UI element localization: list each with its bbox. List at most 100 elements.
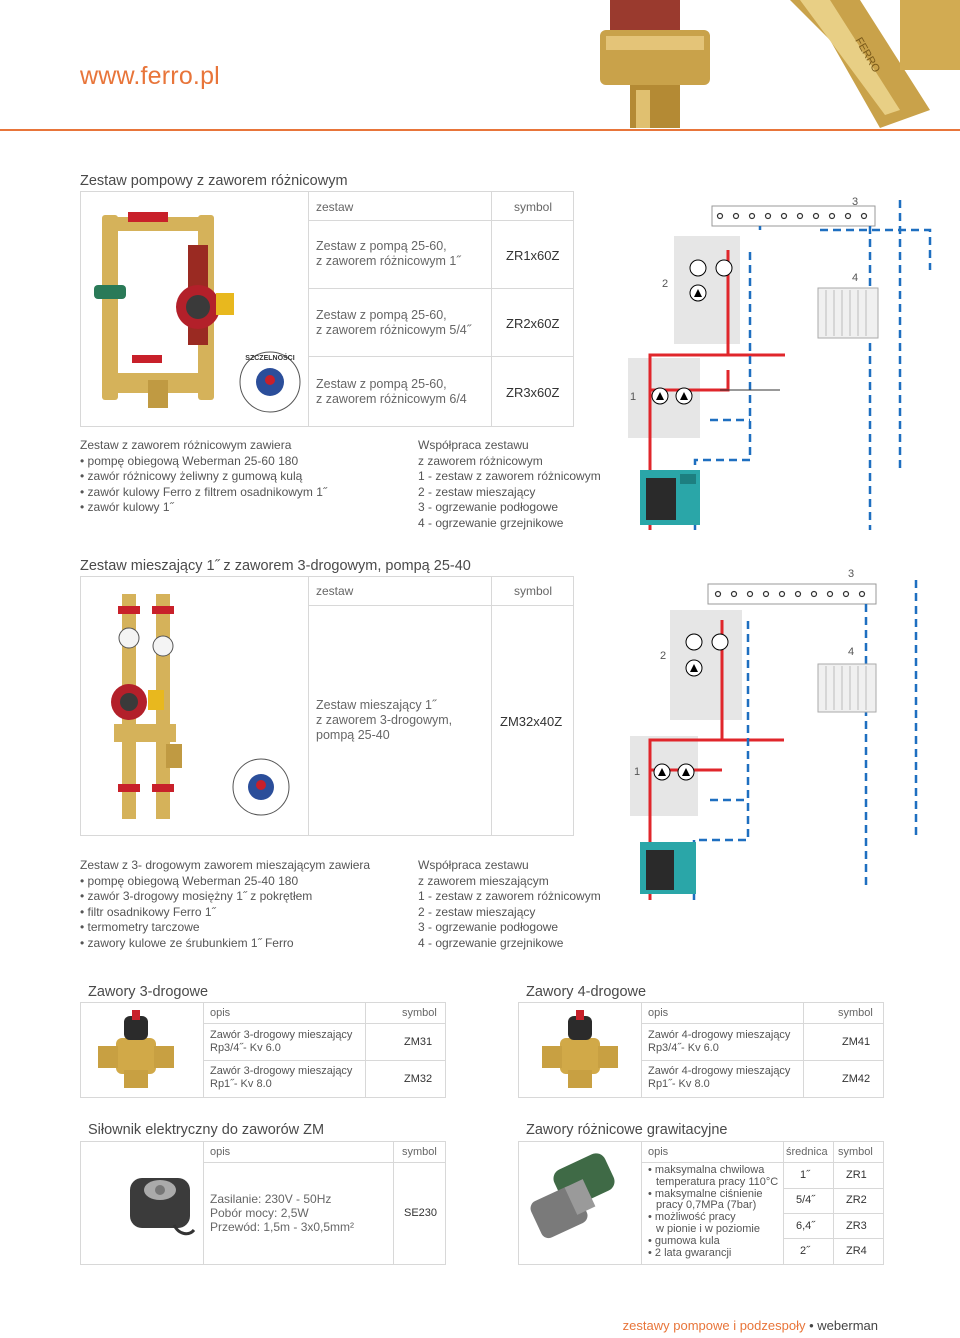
spec-line: Zasilanie: 230V - 50Hz <box>210 1192 332 1206</box>
list-item: • pompę obiegową Weberman 25-40 180 <box>80 873 299 888</box>
list-item: pracy 0,7MPa (7bar) <box>656 1199 757 1212</box>
valve3-image <box>98 1010 174 1088</box>
list-item: temperatura pracy 110°C <box>656 1175 779 1188</box>
mixing-set-image <box>111 594 182 819</box>
table-row: Zestaw mieszający 1˝ z zaworem 3-drogowy… <box>316 698 452 743</box>
row-desc-line1: Zestaw z pompą 25-60, <box>316 239 447 253</box>
list-item: 3 - ogrzewanie podłogowe <box>418 500 559 514</box>
list-item: 4 - ogrzewanie grzejnikowe <box>418 935 564 950</box>
contents-title: Zestaw z 3- drogowym zaworem mieszającym… <box>80 858 371 872</box>
list-item: • termometry tarczowe <box>80 920 200 934</box>
list-item: • pompę obiegową Weberman 25-60 180 <box>80 453 299 468</box>
row-symbol: ZR3 <box>846 1220 867 1232</box>
row-desc-line1: Zawór 4-drogowy mieszający <box>648 1029 791 1041</box>
valves3-title: Zawory 3-drogowe <box>88 984 209 1000</box>
row-symbol: ZM31 <box>404 1036 433 1048</box>
list-item: • filtr osadnikowy Ferro 1˝ <box>80 904 216 919</box>
row-symbol: ZR1x60Z <box>506 248 560 263</box>
row-symbol: ZR2x60Z <box>506 316 560 331</box>
actuator-title: Siłownik elektryczny do zaworów ZM <box>88 1122 325 1138</box>
table-row: Zestaw z pompą 25-60, z zaworem różnicow… <box>316 308 471 338</box>
footer-bullet: • <box>809 1318 814 1333</box>
valve4-image <box>542 1010 618 1088</box>
coop-title: Współpraca zestawu <box>418 438 529 452</box>
list-item: 1 - zestaw z zaworem różnicowym <box>418 889 601 903</box>
footer: zestawy pompowe i podzespoły • weberman <box>623 1318 878 1333</box>
guarantee-badge: SZCZELNOŚCI <box>239 351 301 413</box>
row-symbol: ZM32x40Z <box>500 714 563 729</box>
col-symbol-header: symbol <box>514 584 553 598</box>
site-url[interactable]: www.ferro.pl <box>80 62 220 90</box>
table-row: Zawór 3-drogowy mieszający Rp3/4˝- Kv 6.… <box>210 1029 352 1054</box>
section1-coop: Współpraca zestawu z zaworem różnicowym … <box>418 438 601 531</box>
row-desc-line1: Zestaw mieszający 1˝ <box>316 698 437 712</box>
row-desc-line2: z zaworem różnicowym 1˝ <box>316 254 461 268</box>
diagram1-label-4: 4 <box>852 272 859 284</box>
spec-line: Przewód: 1,5m - 3x0,5mm² <box>210 1220 355 1234</box>
row-desc-line1: Zestaw z pompą 25-60, <box>316 377 447 391</box>
list-item: • zawór kulowy 1˝ <box>80 500 174 514</box>
heating-diagram-2 <box>630 580 918 900</box>
diagram1-label-2: 2 <box>662 278 669 290</box>
row-symbol: ZM42 <box>842 1073 871 1085</box>
row-symbol: ZR1 <box>846 1169 867 1181</box>
diagram2-label-2: 2 <box>660 650 667 662</box>
row-size: 2˝ <box>800 1245 810 1257</box>
valves4-title: Zawory 4-drogowe <box>526 984 647 1000</box>
row-symbol: ZM32 <box>404 1073 433 1085</box>
contents-title: Zestaw z zaworem różnicowym zawiera <box>80 438 292 452</box>
col-zestaw-header: zestaw <box>316 200 354 214</box>
diagram1-label-1: 1 <box>630 391 637 403</box>
row-desc-line1: Zawór 3-drogowy mieszający <box>210 1065 353 1077</box>
col-opis-header: opis <box>210 1007 231 1019</box>
diagram2-label-4: 4 <box>848 646 855 658</box>
pump-set-image <box>94 212 234 408</box>
row-size: 5/4˝ <box>796 1194 815 1206</box>
row-desc-line2: Rp3/4˝- Kv 6.0 <box>648 1041 719 1054</box>
section2-contents: Zestaw z 3- drogowym zaworem mieszającym… <box>80 858 370 951</box>
row-symbol: ZR2 <box>846 1194 867 1206</box>
list-item: • 2 lata gwarancji <box>648 1246 732 1259</box>
col-symbol-header: symbol <box>402 1007 437 1019</box>
col-opis-header: opis <box>210 1146 231 1158</box>
coop-title: Współpraca zestawu <box>418 858 529 872</box>
list-item: 2 - zestaw mieszający <box>418 484 536 499</box>
list-item: • gumowa kula <box>648 1234 720 1247</box>
col-symbol-header: symbol <box>402 1146 437 1158</box>
table-row: Zawór 4-drogowy mieszający Rp1˝- Kv 8.0 <box>648 1065 790 1090</box>
svg-text:SZCZELNOŚCI: SZCZELNOŚCI <box>245 353 294 362</box>
spec-line: Pobór mocy: 2,5W <box>210 1206 309 1220</box>
col-symbol-header: symbol <box>514 200 553 214</box>
row-desc-line1: Zawór 4-drogowy mieszający <box>648 1065 791 1077</box>
list-item: w pionie i w poziomie <box>656 1222 760 1235</box>
row-symbol: ZR3x60Z <box>506 385 560 400</box>
row-desc-line2: z zaworem różnicowym 5/4˝ <box>316 323 471 337</box>
row-symbol: ZR4 <box>846 1245 867 1257</box>
badge-text: GWARANCJA SZCZELNOŚCI <box>228 347 229 348</box>
row-desc-line1: Zawór 3-drogowy mieszający <box>210 1029 353 1041</box>
diagram2-label-1: 1 <box>634 766 641 778</box>
row-size: 6,4˝ <box>796 1220 815 1232</box>
list-item: • maksymalne ciśnienie <box>648 1187 763 1200</box>
col-opis-header: opis <box>648 1146 669 1158</box>
coop-title: z zaworem mieszającym <box>418 873 549 888</box>
footer-text: zestawy pompowe i podzespoły <box>622 1318 806 1333</box>
footer-brand: weberman <box>817 1318 878 1333</box>
section1-contents: Zestaw z zaworem różnicowym zawiera • po… <box>80 438 327 516</box>
row-desc-line2: Rp1˝- Kv 8.0 <box>210 1077 272 1090</box>
coop-title: z zaworem różnicowym <box>418 453 543 468</box>
gravity-valve-image <box>530 1153 615 1239</box>
list-item: 4 - ogrzewanie grzejnikowe <box>418 515 564 530</box>
row-desc-line3: pompą 25-40 <box>316 728 390 742</box>
section2-title: Zestaw mieszający 1˝ z zaworem 3-drogowy… <box>80 558 471 574</box>
gravity-features: • maksymalna chwilowa temperatura pracy … <box>648 1164 779 1259</box>
row-symbol: ZM41 <box>842 1036 871 1048</box>
actuator-image <box>130 1178 196 1236</box>
row-desc-line1: Zestaw z pompą 25-60, <box>316 308 447 322</box>
row-symbol: SE230 <box>404 1207 438 1219</box>
list-item: • maksymalna chwilowa <box>648 1164 765 1176</box>
col-symbol-header: symbol <box>838 1007 873 1019</box>
table-row: Zawór 4-drogowy mieszający Rp3/4˝- Kv 6.… <box>648 1029 790 1054</box>
row-size: 1˝ <box>800 1169 810 1181</box>
section1-title: Zestaw pompowy z zaworem różnicowym <box>80 173 348 189</box>
